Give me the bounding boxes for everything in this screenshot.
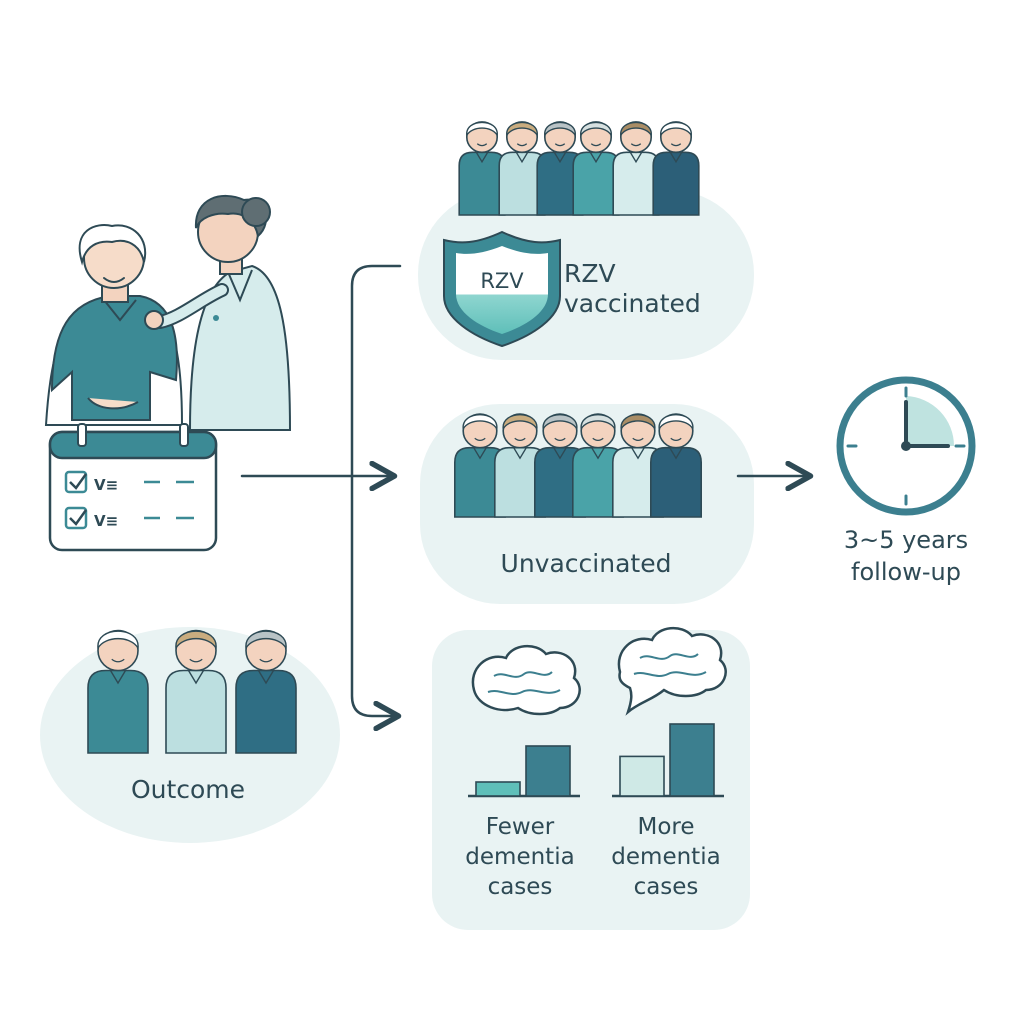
- vaccinated-label-line1: RZV: [564, 259, 616, 288]
- checklist-item-1: V≡: [94, 476, 118, 494]
- vaccinated-crowd-icon: [458, 121, 700, 216]
- person-icon: [165, 629, 227, 754]
- fewer-label-line2: dementia: [465, 844, 574, 870]
- person-icon: [572, 121, 620, 216]
- person-icon: [458, 121, 506, 216]
- shield-icon: RZV: [443, 230, 561, 348]
- bar-tall: [525, 745, 571, 797]
- person-icon: [498, 121, 546, 216]
- fewer-cases-bar-chart: [468, 745, 580, 798]
- flow-connectors: [240, 264, 808, 716]
- bar-short: [619, 755, 665, 797]
- unvaccinated-label: Unvaccinated: [501, 549, 672, 578]
- vaccination-scene: [44, 194, 292, 431]
- more-label-line3: cases: [634, 874, 699, 900]
- bar-short: [475, 781, 521, 797]
- more-label-line2: dementia: [611, 844, 720, 870]
- person-icon: [454, 413, 506, 518]
- person-icon: [87, 629, 149, 754]
- patient-icon: [44, 224, 184, 426]
- brain-speech-icon: [617, 627, 727, 716]
- person-icon: [572, 413, 624, 518]
- person-icon: [650, 413, 702, 518]
- checkbox-icon: [64, 470, 88, 494]
- brain-icon: [471, 645, 581, 716]
- person-icon: [494, 413, 546, 518]
- person-icon: [612, 121, 660, 216]
- fewer-label-line3: cases: [488, 874, 553, 900]
- outcome-people-icon: [87, 629, 297, 754]
- more-cases-bar-chart: [612, 723, 724, 798]
- checklist-item-2: V≡: [94, 512, 118, 530]
- outcome-label: Outcome: [131, 775, 245, 804]
- checkbox-icon: [64, 506, 88, 530]
- fewer-label-line1: Fewer: [486, 814, 555, 840]
- person-icon: [652, 121, 700, 216]
- enrollment-calendar: V≡ V≡: [48, 423, 218, 552]
- more-label-line1: More: [637, 814, 694, 840]
- person-icon: [235, 629, 297, 754]
- person-icon: [536, 121, 584, 216]
- branch-to-vaccinated: [350, 264, 402, 478]
- followup-label-line2: follow-up: [851, 558, 961, 586]
- arrow-to-results: [350, 474, 396, 716]
- nurse-icon: [144, 194, 292, 431]
- followup-label-line1: 3~5 years: [844, 526, 968, 554]
- bar-tall: [669, 723, 715, 797]
- shield-badge-text: RZV: [480, 269, 524, 293]
- unvaccinated-crowd-icon: [454, 413, 702, 518]
- vaccinated-label-line2: vaccinated: [564, 289, 701, 318]
- clock-icon: [836, 376, 976, 516]
